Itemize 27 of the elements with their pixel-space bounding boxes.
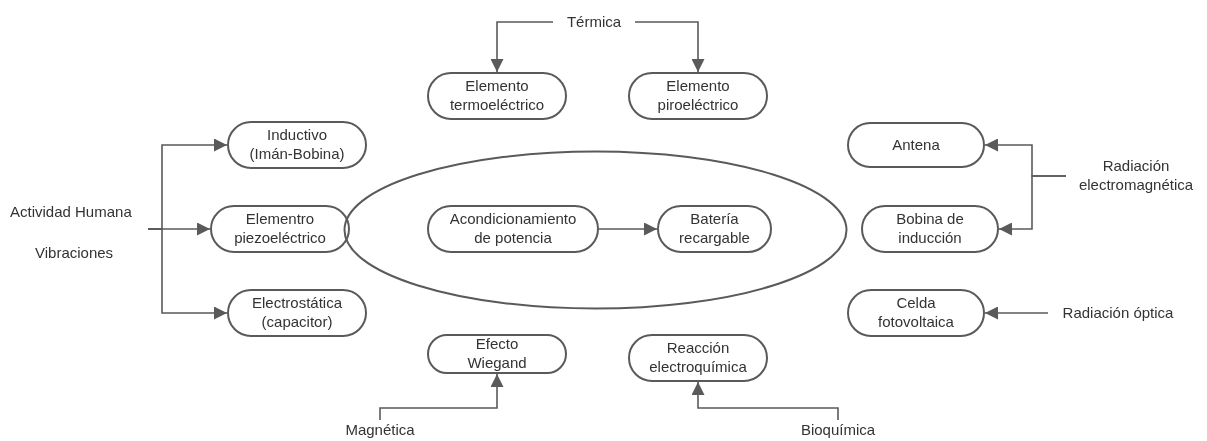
process-box: Antena xyxy=(847,122,985,168)
process-box: Reacción electroquímica xyxy=(628,334,768,382)
process-box: Bobina de inducción xyxy=(861,205,999,253)
process-box: Inductivo (Imán-Bobina) xyxy=(227,121,367,169)
source-label: Radiación electromagnética xyxy=(1066,156,1206,196)
arrow xyxy=(691,381,839,421)
process-box: Elemento termoeléctrico xyxy=(427,72,567,120)
arrow xyxy=(634,21,705,73)
arrow xyxy=(984,306,1049,320)
process-box: Acondicionamiento de potencia xyxy=(427,205,599,253)
arrow xyxy=(379,373,504,421)
process-box: Celda fotovoltaica xyxy=(847,289,985,337)
arrow xyxy=(147,228,228,320)
arrow xyxy=(490,21,554,73)
source-label: Magnética xyxy=(330,420,430,441)
process-box: Batería recargable xyxy=(657,205,772,253)
source-label: Térmica xyxy=(553,10,635,34)
source-label: Bioquímica xyxy=(788,420,888,441)
source-label: Actividad Humana xyxy=(10,203,132,220)
process-box: Elemento piroeléctrico xyxy=(628,72,768,120)
process-box: Electrostática (capacitor) xyxy=(227,289,367,337)
arrow xyxy=(998,175,1067,236)
source-label: Vibraciones xyxy=(35,244,114,261)
source-label: Radiación óptica xyxy=(1048,301,1188,325)
process-box: Efecto Wiegand xyxy=(427,334,567,374)
arrow xyxy=(598,222,658,236)
process-box: Elementro piezoeléctrico xyxy=(210,205,350,253)
